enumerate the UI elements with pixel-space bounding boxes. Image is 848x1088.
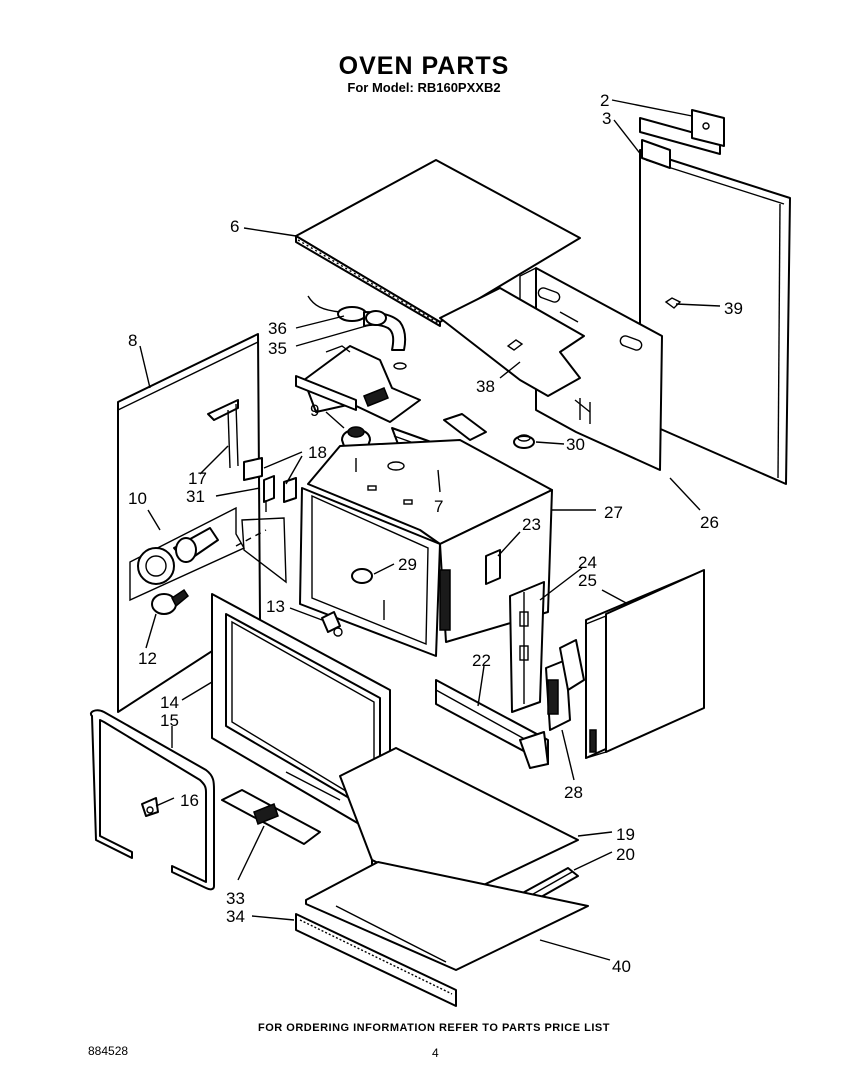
rear-panel bbox=[519, 267, 663, 471]
document-number: 884528 bbox=[88, 1044, 129, 1058]
callout-27: 27 bbox=[604, 503, 623, 522]
right-outer-panel bbox=[585, 569, 705, 759]
oven-top-tray bbox=[439, 287, 585, 397]
model-subtitle: For Model: RB160PXXB2 bbox=[347, 80, 501, 95]
drawer-front bbox=[295, 913, 457, 1007]
grommet bbox=[513, 434, 535, 449]
callout-25: 25 bbox=[578, 571, 597, 590]
callout-33: 33 bbox=[226, 889, 245, 908]
callout-30: 30 bbox=[566, 435, 585, 454]
gas-tube-assembly bbox=[307, 295, 407, 351]
callout-3: 3 bbox=[602, 109, 611, 128]
callout-24: 24 bbox=[578, 553, 597, 572]
callout-20: 20 bbox=[616, 845, 635, 864]
callout-labels: 2 3 6 39 36 35 8 9 38 18 17 31 30 27 7 1… bbox=[128, 91, 743, 976]
bottom-bracket bbox=[221, 789, 321, 845]
ordering-info-note: FOR ORDERING INFORMATION REFER TO PARTS … bbox=[258, 1022, 610, 1034]
callout-40: 40 bbox=[612, 957, 631, 976]
bottom-rail bbox=[435, 679, 549, 769]
callout-2: 2 bbox=[600, 91, 609, 110]
callout-17: 17 bbox=[188, 469, 207, 488]
leader-lines bbox=[139, 99, 721, 961]
switch-brackets bbox=[243, 457, 297, 512]
callout-18: 18 bbox=[308, 443, 327, 462]
callout-6: 6 bbox=[230, 217, 239, 236]
callout-12: 12 bbox=[138, 649, 157, 668]
broiler-drawer bbox=[305, 861, 589, 971]
callout-38: 38 bbox=[476, 377, 495, 396]
callout-7: 7 bbox=[434, 497, 443, 516]
callout-35: 35 bbox=[268, 339, 287, 358]
callout-16: 16 bbox=[180, 791, 199, 810]
igniter-assembly bbox=[137, 527, 219, 585]
door-hinge bbox=[545, 639, 585, 731]
page-number: 4 bbox=[432, 1046, 439, 1060]
top-cover bbox=[295, 159, 581, 327]
page-title: OVEN PARTS bbox=[338, 52, 510, 80]
callout-19: 19 bbox=[616, 825, 635, 844]
callout-10: 10 bbox=[128, 489, 147, 508]
callout-8: 8 bbox=[128, 331, 137, 350]
side-bracket bbox=[509, 581, 545, 713]
door-gasket bbox=[90, 709, 215, 891]
callout-29: 29 bbox=[398, 555, 417, 574]
callout-34: 34 bbox=[226, 907, 245, 926]
oven-bulb bbox=[151, 588, 189, 615]
callout-13: 13 bbox=[266, 597, 285, 616]
callout-31: 31 bbox=[186, 487, 205, 506]
callout-22: 22 bbox=[472, 651, 491, 670]
callout-26: 26 bbox=[700, 513, 719, 532]
callout-14: 14 bbox=[160, 693, 179, 712]
callout-15: 15 bbox=[160, 711, 179, 730]
callout-28: 28 bbox=[564, 783, 583, 802]
callout-39: 39 bbox=[724, 299, 743, 318]
callout-23: 23 bbox=[522, 515, 541, 534]
hinge-clip bbox=[321, 611, 343, 637]
oven-top-plate bbox=[295, 345, 421, 423]
right-side-panel bbox=[639, 109, 791, 485]
callout-9: 9 bbox=[310, 401, 319, 420]
callout-36: 36 bbox=[268, 319, 287, 338]
gasket-clip bbox=[141, 797, 159, 817]
